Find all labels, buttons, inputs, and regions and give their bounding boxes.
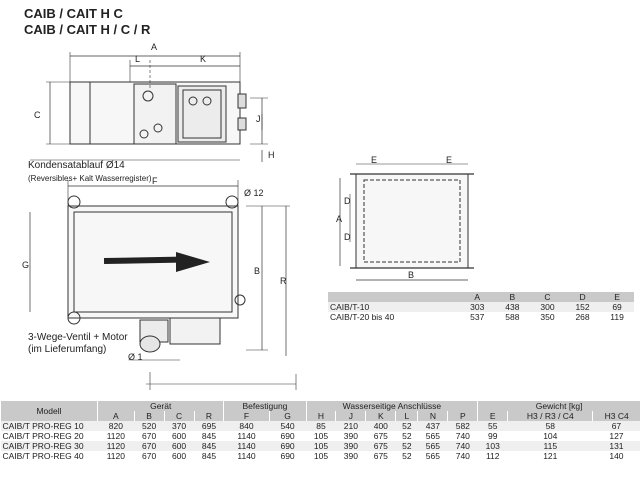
table-header: B <box>494 292 530 302</box>
front-view-body <box>355 173 469 269</box>
table-header: H3 / R3 / C4 <box>507 411 593 421</box>
table-header: A <box>97 411 135 421</box>
dim-G: G <box>22 260 30 270</box>
title-line-1: CAIB / CAIT H C <box>24 6 123 21</box>
dim-H: H <box>268 150 275 160</box>
dim-D-lower: D <box>344 232 351 242</box>
table-header: E <box>600 292 634 302</box>
group-header: Gewicht [kg] <box>477 401 640 411</box>
table-header: L <box>395 411 418 421</box>
dim-K: K <box>200 54 207 64</box>
dimension-table-small: A B C D E CAIB/T-10 303 438 300 152 69 C… <box>328 292 634 322</box>
dim-phi1: Ø 1 <box>128 352 143 362</box>
table-header: N <box>417 411 448 421</box>
table-header: H3 C4 <box>592 411 640 421</box>
dim-A-side: A <box>151 42 158 52</box>
dim-phi12: Ø 12 <box>244 188 264 198</box>
table-row: CAIB/T-20 bis 40 537 588 350 268 119 <box>330 312 624 322</box>
table-header: H <box>305 411 336 421</box>
group-header: Wasserseitige Anschlüsse <box>305 401 478 411</box>
technical-drawing <box>29 52 474 390</box>
valve-caption: 3-Wege-Ventil + Motor <box>28 332 128 343</box>
table-header: F <box>223 411 270 421</box>
side-view <box>30 52 268 162</box>
table-header: K <box>365 411 396 421</box>
drain-caption: Kondensatablauf Ø14 <box>28 160 125 171</box>
dim-B-front: B <box>408 270 415 280</box>
table-header: G <box>268 411 307 421</box>
top-view <box>29 180 297 390</box>
dim-E-right: E <box>446 155 453 165</box>
table-header <box>328 292 460 302</box>
table-header: P <box>447 411 478 421</box>
specification-table: Modell Gerät Befestigung Wasserseitige A… <box>0 401 640 461</box>
dim-R: R <box>280 276 287 286</box>
group-header: Befestigung <box>223 401 307 411</box>
dim-J: J <box>256 114 261 124</box>
table-header: B <box>133 411 165 421</box>
valve-note: (im Lieferumfang) <box>28 344 107 355</box>
front-view <box>339 163 474 281</box>
table-row: CAIB/T-10 303 438 300 152 69 <box>328 302 634 312</box>
table-header: C <box>529 292 565 302</box>
table-header: J <box>335 411 366 421</box>
dim-B-top: B <box>254 266 261 276</box>
table-header: R <box>193 411 224 421</box>
dim-L: L <box>135 54 141 64</box>
title-line-2: CAIB / CAIT H / C / R <box>24 22 151 37</box>
table-header: A <box>459 292 495 302</box>
group-header: Modell <box>0 401 98 421</box>
dim-C: C <box>34 110 41 120</box>
table-header: C <box>163 411 194 421</box>
electrical-box <box>177 85 227 143</box>
table-header: D <box>565 292 601 302</box>
table-header: E <box>477 411 508 421</box>
dim-D-upper: D <box>344 196 351 206</box>
dim-A-front: A <box>336 214 343 224</box>
group-header: Gerät <box>96 401 224 411</box>
dim-F: F <box>152 176 158 186</box>
drain-note: (Reversibles+ Kalt Wasserregister) <box>28 174 152 183</box>
dim-E-left: E <box>371 155 378 165</box>
airflow-arrow <box>103 252 210 272</box>
